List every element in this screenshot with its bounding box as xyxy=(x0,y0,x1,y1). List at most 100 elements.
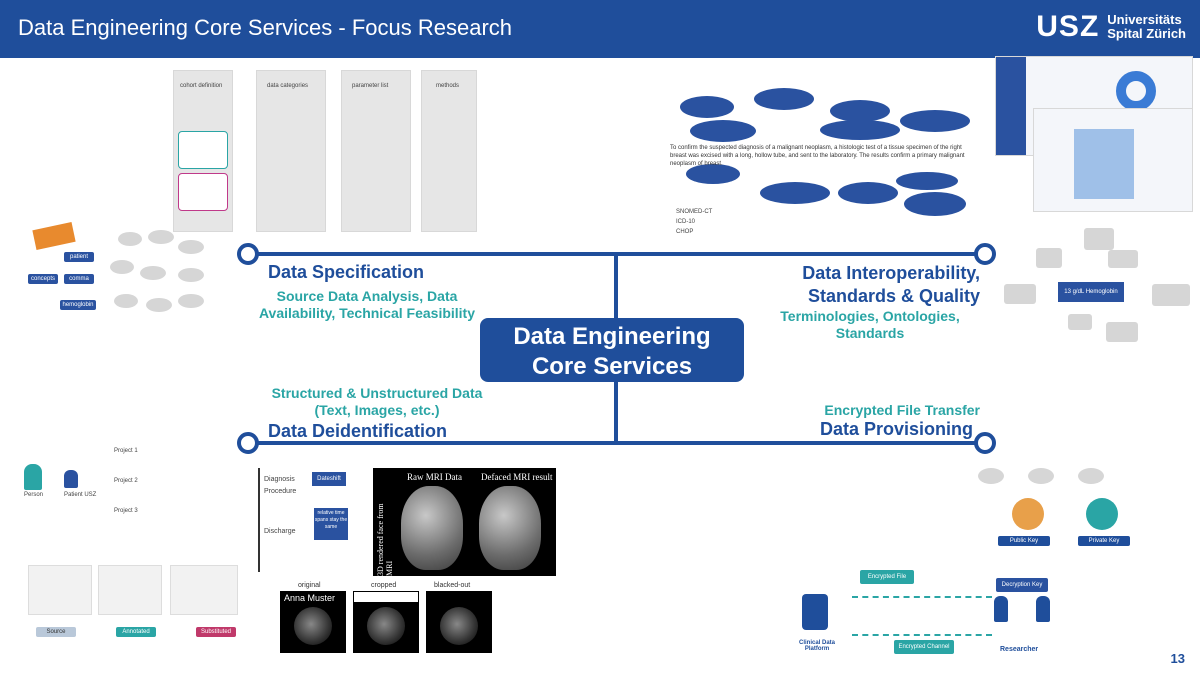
image-original: Anna Muster xyxy=(280,591,346,653)
speech-bubble xyxy=(1078,468,1104,484)
step-source: Source xyxy=(36,627,76,637)
label-person: Person xyxy=(24,492,44,498)
note-box xyxy=(1106,322,1138,342)
researcher-icon xyxy=(994,596,1008,622)
spec-table-thumbnail: cohort definition xyxy=(173,70,233,232)
speech-bubble xyxy=(978,468,1004,484)
hemoglobin-mindmap: 13 g/dL Hemoglobin xyxy=(1002,228,1192,346)
dateshift-box: Dateshift xyxy=(312,472,346,486)
label-encrypted-file: Encrypted File xyxy=(860,570,914,584)
mri-head-defaced xyxy=(479,486,541,570)
bubble xyxy=(178,240,204,254)
sub-provisioning: Encrypted File Transfer xyxy=(824,402,980,418)
concept-ellipse xyxy=(760,182,830,204)
hemoglobin-value: 13 g/dL Hemoglobin xyxy=(1058,282,1124,302)
spec-methods-thumbnail: methods xyxy=(421,70,477,232)
spec-categories-thumbnail: data categories xyxy=(256,70,326,232)
bubble xyxy=(110,260,134,274)
scan-skull xyxy=(294,607,332,645)
scan-skull xyxy=(367,607,405,645)
private-key-node xyxy=(1086,498,1118,530)
mri-raw-label: Raw MRI Data xyxy=(407,472,462,482)
image-blacked-out xyxy=(426,591,492,653)
mri-defacing-figure: Raw MRI Data Defaced MRI result 3D rende… xyxy=(373,468,556,576)
dashboard-sidebar xyxy=(996,57,1026,155)
step-substituted: Substituted xyxy=(196,627,236,637)
caption-blacked-out: blacked-out xyxy=(434,582,471,589)
dashboard-donut xyxy=(1116,71,1156,111)
image-cropped xyxy=(353,591,419,653)
concept-ellipse xyxy=(900,110,970,132)
dashboard-bars xyxy=(1074,129,1174,199)
interop-sub-line2: Standards xyxy=(835,325,905,341)
heading-deidentification: Data Deidentification xyxy=(268,421,448,441)
logo-name: Universitäts Spital Zürich xyxy=(1107,13,1186,41)
interop-heading-line1: Data Interoperability, xyxy=(802,263,980,283)
logo-name-line2: Spital Zürich xyxy=(1107,26,1186,41)
channel-lines xyxy=(852,596,992,636)
page-number: 13 xyxy=(1170,651,1185,666)
interop-heading-line2: Standards & Quality xyxy=(807,286,980,306)
label-encrypted-channel: Encrypted Channel xyxy=(894,640,954,654)
concept-ellipse xyxy=(830,100,890,122)
mri-vertical-label: 3D rendered face from MRI xyxy=(376,503,394,576)
caption-cropped: cropped xyxy=(371,582,397,589)
spec-params-thumbnail: parameter list xyxy=(341,70,411,232)
spec-sub-line2: Availability, Technical Feasibility xyxy=(258,305,476,321)
sub-interoperability: Terminologies, Ontologies, Standards xyxy=(770,308,970,342)
slide-title: Data Engineering Core Services - Focus R… xyxy=(18,15,513,40)
inclusion-box xyxy=(178,131,228,169)
project-2: Project 2 xyxy=(114,478,138,484)
timeline-procedure: Procedure xyxy=(264,488,297,495)
concept-ellipse xyxy=(904,192,966,216)
spec-col-4: methods xyxy=(436,83,460,89)
bubble xyxy=(148,230,174,244)
text-panel xyxy=(28,565,92,615)
relative-box: relative time spans stay the same xyxy=(314,508,348,540)
project-3: Project 3 xyxy=(114,508,138,514)
bubble xyxy=(178,268,204,282)
concept-hemoglobin: hemoglobin xyxy=(60,300,96,310)
concept-ellipse xyxy=(820,120,900,140)
node-bottom-left xyxy=(237,432,259,454)
center-line1: Data Engineering xyxy=(513,323,711,350)
slide-header: Data Engineering Core Services - Focus R… xyxy=(0,0,1200,58)
label-decryption-key: Decryption Key xyxy=(996,578,1048,592)
concept-ellipse xyxy=(690,120,756,142)
private-key-box: Private Key xyxy=(1078,536,1130,546)
speech-bubble xyxy=(1028,468,1054,484)
exclusion-box xyxy=(178,173,228,211)
note-box xyxy=(1084,228,1114,250)
deid-sub-line1: Structured & Unstructured Data xyxy=(271,385,483,401)
heading-interoperability: Data Interoperability, Standards & Quali… xyxy=(760,262,980,308)
mri-head-raw xyxy=(401,486,463,570)
node-top-right xyxy=(974,243,996,265)
interop-graph: To confirm the suspected diagnosis of a … xyxy=(660,72,990,242)
heading-provisioning: Data Provisioning xyxy=(820,419,974,439)
node-bottom-right xyxy=(974,432,996,454)
lower-stem xyxy=(614,382,618,444)
public-key-box: Public Key xyxy=(998,536,1050,546)
cropped-white-bar xyxy=(353,591,419,603)
bubble xyxy=(114,294,138,308)
interop-sub-line1: Terminologies, Ontologies, xyxy=(780,308,960,324)
heading-data-specification: Data Specification xyxy=(268,262,425,282)
concept-comma: comma xyxy=(64,274,94,284)
database-icon xyxy=(802,594,828,630)
concept-ellipse xyxy=(896,172,958,190)
text-panel xyxy=(170,565,238,615)
timeline-discharge: Discharge xyxy=(264,528,296,535)
interop-sentence: To confirm the suspected diagnosis of a … xyxy=(670,145,965,167)
note-box xyxy=(1036,248,1062,268)
center-title-box: Data Engineering Core Services xyxy=(480,318,744,382)
sub-deidentification: Structured & Unstructured Data (Text, Im… xyxy=(262,385,492,419)
center-line2: Core Services xyxy=(531,353,693,380)
bubble xyxy=(178,294,204,308)
legend-chop: CHOP xyxy=(676,229,694,235)
anna-label: Anna Muster xyxy=(284,593,336,603)
legend-snomed: SNOMED-CT xyxy=(676,209,713,215)
concept-ellipse xyxy=(680,96,734,118)
concept-concepts: concepts xyxy=(28,274,58,284)
project-1: Project 1 xyxy=(114,448,138,454)
dashboard-screenshot-1 xyxy=(995,56,1193,156)
